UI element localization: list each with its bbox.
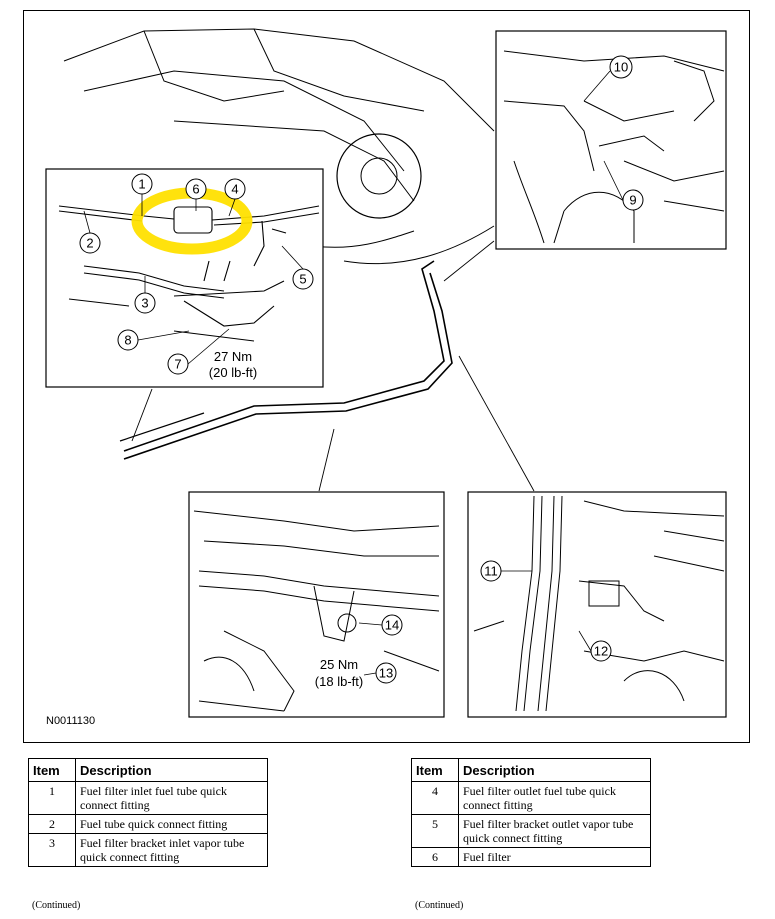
figure-id: N0011130 [46,715,96,727]
item-number: 2 [28,814,76,834]
item-number: 3 [28,833,76,867]
service-illustration: 1 6 4 2 5 3 8 7 10 9 14 13 11 12 27 Nm (… [23,10,750,743]
item-number: 5 [411,814,459,848]
item-description: Fuel filter bracket outlet vapor tube qu… [458,814,651,848]
item-description: Fuel filter bracket inlet vapor tube qui… [75,833,268,867]
table-row: 4 Fuel filter outlet fuel tube quick con… [411,781,651,815]
item-description: Fuel filter inlet fuel tube quick connec… [75,781,268,815]
item-column-header: Item [28,758,76,782]
callout-label-4: 4 [231,182,238,197]
callout-label-11: 11 [484,564,498,579]
description-column-header: Description [458,758,651,782]
table-row: 5 Fuel filter bracket outlet vapor tube … [411,814,651,848]
item-description: Fuel filter [458,847,651,867]
item-column-header: Item [411,758,459,782]
legend-table-left: Item Description 1 Fuel filter inlet fue… [28,758,268,867]
table-row: 2 Fuel tube quick connect fitting [28,814,268,834]
callout-label-7: 7 [174,357,181,372]
detail-box-bracket-bolt [188,491,445,718]
legend-header-row: Item Description [28,758,268,782]
item-number: 1 [28,781,76,815]
callout-label-5: 5 [299,272,306,287]
callout-label-10: 10 [614,60,628,75]
torque-spec-detail-nm: 25 Nm [320,657,358,672]
legend-header-row: Item Description [411,758,651,782]
callout-label-3: 3 [141,296,148,311]
item-description: Fuel filter outlet fuel tube quick conne… [458,781,651,815]
table-row: 3 Fuel filter bracket inlet vapor tube q… [28,833,268,867]
table-row: 1 Fuel filter inlet fuel tube quick conn… [28,781,268,815]
callout-label-8: 8 [124,333,131,348]
item-description: Fuel tube quick connect fitting [75,814,268,834]
continued-note-left: (Continued) [32,900,81,911]
description-column-header: Description [75,758,268,782]
table-row: 6 Fuel filter [411,847,651,867]
torque-spec-main-lbft: (20 lb-ft) [209,365,257,380]
illustration-drawing: 1 6 4 2 5 3 8 7 10 9 14 13 11 12 27 Nm (… [45,28,727,718]
detail-box-fuel-filter [45,168,324,388]
callout-label-12: 12 [594,644,608,659]
torque-spec-main-nm: 27 Nm [214,349,252,364]
callout-label-1: 1 [138,177,145,192]
item-number: 6 [411,847,459,867]
torque-spec-detail-lbft: (18 lb-ft) [315,674,363,689]
detail-box-fuel-lines [467,491,727,718]
callout-label-13: 13 [379,666,393,681]
callout-10 [609,55,633,79]
continued-note-right: (Continued) [415,900,464,911]
callout-label-14: 14 [385,618,399,633]
item-number: 4 [411,781,459,815]
callout-label-6: 6 [192,182,199,197]
callout-label-9: 9 [629,193,636,208]
legend-table-right: Item Description 4 Fuel filter outlet fu… [411,758,651,867]
callout-label-2: 2 [86,236,93,251]
